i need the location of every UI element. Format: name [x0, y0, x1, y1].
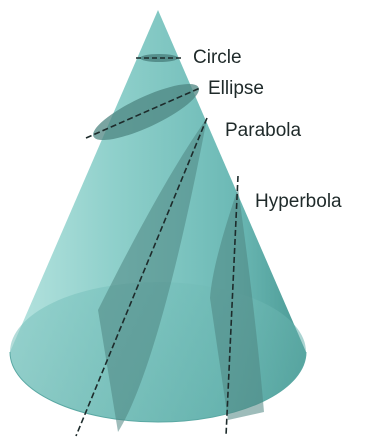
- ellipse-label: Ellipse: [208, 78, 264, 99]
- circle-label: Circle: [193, 47, 242, 68]
- parabola-label: Parabola: [225, 120, 301, 141]
- hyperbola-label: Hyperbola: [255, 191, 342, 212]
